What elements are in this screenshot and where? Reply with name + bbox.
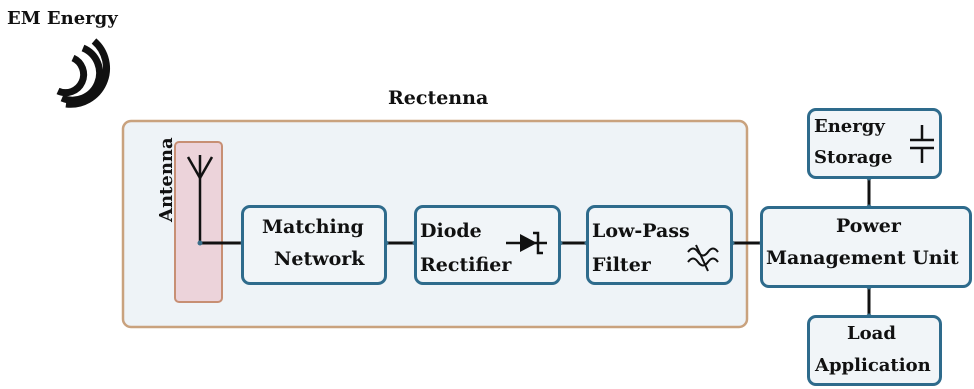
load-application-block (807, 315, 942, 386)
capacitor-icon (910, 125, 934, 163)
power-management-unit-block (760, 206, 972, 288)
em-waves-icon (56, 38, 110, 108)
low-pass-filter-line1: Low-Pass (592, 220, 690, 242)
antenna-label: Antenna (156, 137, 177, 222)
antenna-highlight (174, 141, 223, 303)
low-pass-filter-block (586, 205, 733, 285)
load-application-line1: Load (847, 323, 896, 344)
matching-network-line1: Matching (262, 216, 364, 238)
low-pass-filter-line2: Filter (592, 254, 651, 276)
load-application-line2: Application (815, 355, 931, 376)
rectenna-label: Rectenna (388, 87, 489, 109)
diode-rectifier-block (414, 205, 561, 285)
matching-network-line2: Network (274, 248, 365, 270)
connection-wires (200, 178, 871, 316)
antenna-symbol-icon (186, 155, 214, 243)
energy-storage-line2: Storage (814, 147, 893, 168)
energy-storage-block (807, 108, 942, 179)
diode-icon (506, 231, 547, 255)
diode-rectifier-line2: Rectifier (420, 254, 512, 276)
diode-rectifier-line1: Diode (420, 220, 482, 242)
matching-network-block (241, 205, 387, 285)
filter-wave-icon (687, 244, 719, 272)
energy-storage-line1: Energy (814, 116, 885, 137)
power-management-line1: Power (836, 215, 901, 237)
power-management-line2: Management Unit (766, 247, 959, 269)
em-energy-label: EM Energy (7, 8, 118, 29)
